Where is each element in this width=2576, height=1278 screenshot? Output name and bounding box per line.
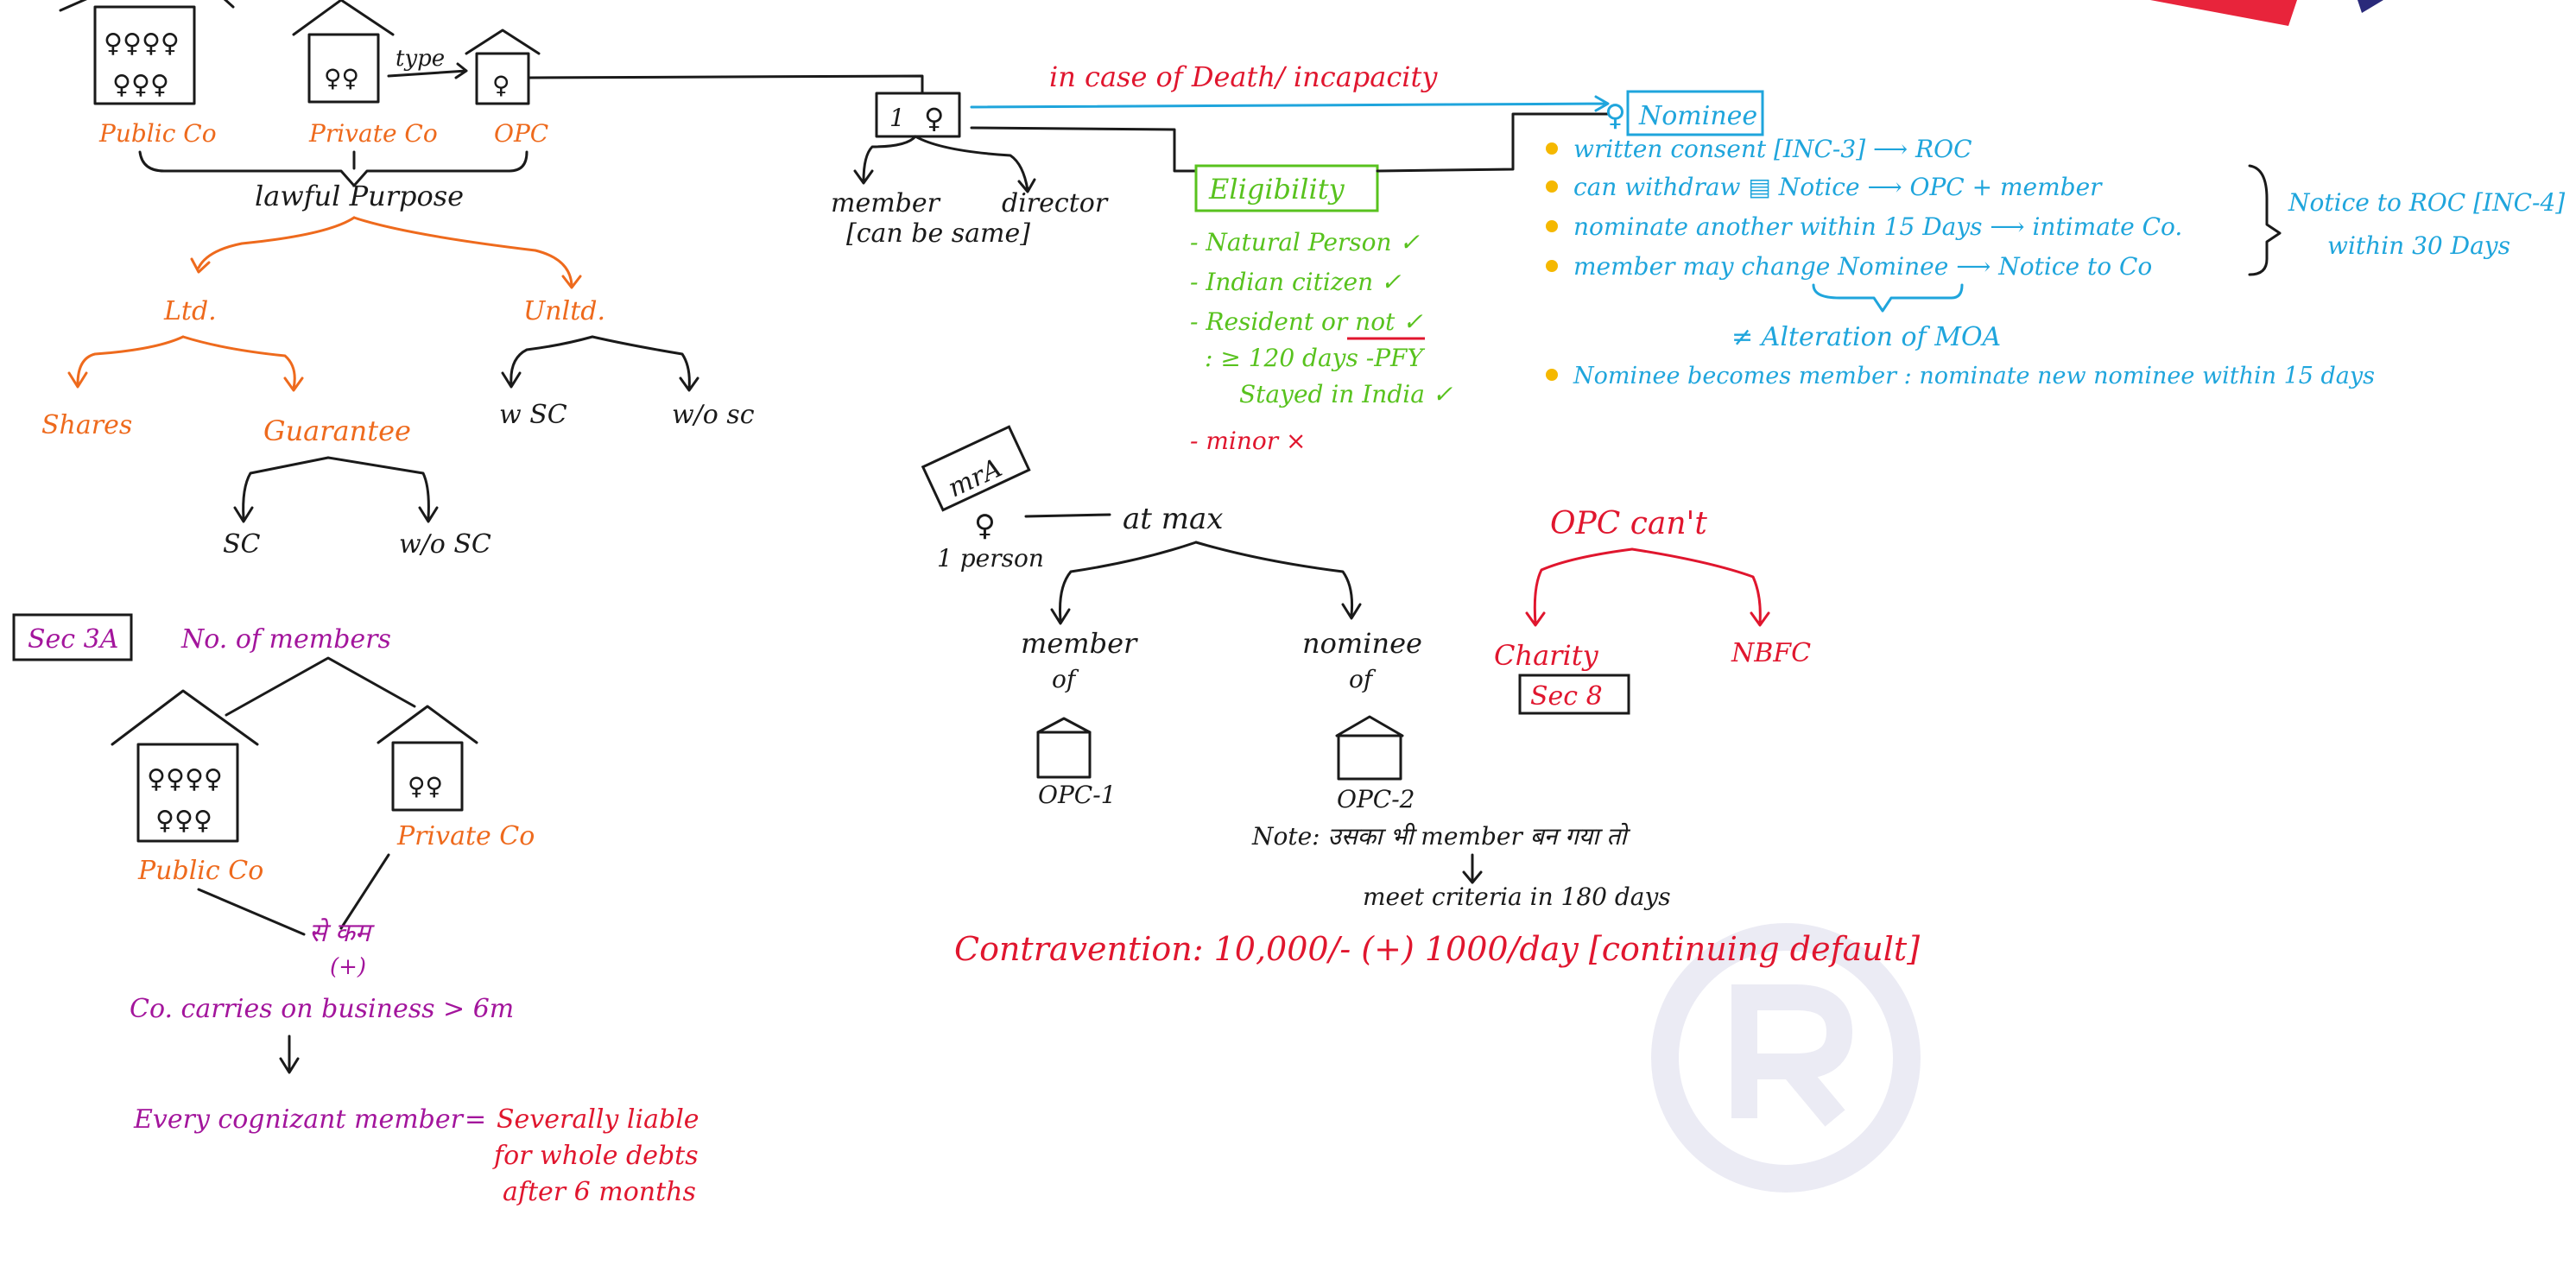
svg-text:♀: ♀ — [492, 71, 510, 99]
sec3a-box — [12, 613, 133, 661]
contravention-label: Contravention: 10,000/- (+) 1000/day [co… — [954, 930, 1920, 968]
sec3a-label: Sec 3A — [28, 624, 118, 655]
sec8-box — [1518, 674, 1630, 715]
public-co-label: Public Co — [98, 119, 217, 148]
of-label-1: of — [1052, 665, 1079, 693]
no-members-label: No. of members — [180, 624, 391, 655]
opc-one-person-box: 1 ♀ — [875, 92, 961, 138]
sec3a-public-label: Public Co — [137, 856, 263, 886]
svg-text:♀♀: ♀♀ — [408, 772, 443, 800]
registered-watermark-icon — [1651, 923, 1921, 1193]
with-sc-label: w SC — [499, 400, 567, 430]
eligibility-box — [1194, 164, 1379, 212]
at-max-label: at max — [1123, 502, 1223, 536]
nominee-item: Nominee becomes member : nominate new no… — [1573, 363, 2375, 389]
after-6-months-label: after 6 months — [503, 1177, 696, 1207]
opc1-house-icon — [1036, 717, 1092, 779]
se-kam-label: से कम — [309, 918, 376, 948]
can-be-same-label: [can be same] — [846, 218, 1030, 249]
svg-text:1: 1 — [889, 104, 905, 132]
cognizant-member-label: Every cognizant member — [133, 1104, 465, 1135]
lawful-purpose-label: lawful Purpose — [255, 180, 464, 212]
nominee-title: Nominee — [1638, 101, 1757, 131]
of-label-2: of — [1349, 665, 1377, 693]
opc2-label: OPC-2 — [1337, 785, 1415, 813]
opc-cant-title: OPC can't — [1550, 506, 1707, 541]
nbfc-label: NBFC — [1731, 638, 1811, 668]
opc-label: OPC — [494, 119, 548, 148]
sc-label: SC — [223, 529, 261, 560]
business-label: Co. carries on business > 6m — [130, 994, 514, 1024]
type-label: type — [396, 46, 445, 72]
nominee-of-label: nominee — [1302, 627, 1422, 660]
svg-text:♀♀♀: ♀♀♀ — [112, 70, 169, 100]
opc-house-icon: ♀ — [465, 28, 541, 105]
nominee-item: can withdraw ▤ Notice ⟶ OPC + member — [1573, 173, 2103, 201]
private-co-label: Private Co — [308, 119, 438, 148]
svg-text:♀♀♀: ♀♀♀ — [155, 806, 212, 836]
svg-text:♀♀: ♀♀ — [324, 64, 359, 92]
nominee-item: written consent [INC-3] ⟶ ROC — [1573, 135, 1972, 163]
eligibility-item: - Natural Person ✓ — [1190, 228, 1420, 256]
eligibility-item: Stayed in India ✓ — [1239, 380, 1453, 408]
eligibility-list: - Natural Person ✓ - Indian citizen ✓ - … — [1190, 228, 1453, 455]
eligibility-item: - Resident or not ✓ — [1190, 307, 1423, 336]
death-incapacity-label: in case of Death/ incapacity — [1049, 60, 1438, 93]
equals-label: = — [465, 1104, 486, 1135]
nominee-item: nominate another within 15 Days ⟶ intima… — [1573, 212, 2182, 241]
private-co-house-icon: ♀♀ — [292, 0, 395, 104]
one-person-label: 1 person — [937, 544, 1044, 573]
nominee-person-icon: ♀ — [1604, 98, 1626, 133]
alteration-moa-label: ≠ Alteration of MOA — [1731, 322, 2001, 352]
within-30-days-label: within 30 Days — [2327, 231, 2510, 260]
sec3a-public-house-icon: ♀♀♀♀ ♀♀♀ — [111, 689, 259, 843]
member-label: member — [831, 188, 941, 218]
sec3a-private-house-icon: ♀♀ — [377, 705, 478, 812]
shares-label: Shares — [41, 410, 132, 440]
director-label: director — [1002, 188, 1109, 218]
nominee-list: written consent [INC-3] ⟶ ROC can withdr… — [1573, 135, 2375, 389]
note-label: Note: उसका भी member बन गया तो — [1251, 822, 1630, 851]
ltd-label: Ltd. — [163, 296, 217, 326]
sec8-label: Sec 8 — [1530, 681, 1603, 712]
nominee-item: member may change Nominee ⟶ Notice to Co — [1573, 252, 2152, 281]
mr-a-person-icon: ♀ — [974, 509, 996, 543]
plus-label: (+) — [330, 954, 366, 980]
svg-text:♀♀♀♀: ♀♀♀♀ — [104, 28, 180, 59]
notice-roc-label: Notice to ROC [INC-4] — [2288, 188, 2565, 217]
guarantee-label: Guarantee — [263, 414, 411, 447]
sec3a-private-label: Private Co — [396, 821, 535, 851]
eligibility-item: - Indian citizen ✓ — [1190, 268, 1402, 296]
meet-criteria-label: meet criteria in 180 days — [1363, 883, 1671, 911]
without-sc2-label: w/o SC — [399, 529, 491, 560]
severally-liable-label: Severally liable — [497, 1104, 699, 1135]
corner-flag-decoration — [2150, 0, 2383, 26]
nominee-bullets — [1546, 142, 1558, 381]
eligibility-item: - minor × — [1190, 427, 1307, 455]
member-of-label: member — [1021, 627, 1138, 660]
svg-text:♀: ♀ — [924, 102, 944, 135]
eligibility-title: Eligibility — [1208, 173, 1345, 206]
eligibility-item: : ≥ 120 days -PFY — [1205, 344, 1425, 372]
whole-debts-label: for whole debts — [492, 1141, 699, 1171]
svg-text:♀♀♀♀: ♀♀♀♀ — [147, 764, 223, 794]
opc2-house-icon — [1335, 715, 1404, 781]
mr-a-tag: mrA — [921, 425, 1031, 512]
without-sc-label: w/o sc — [672, 400, 755, 430]
opc1-label: OPC-1 — [1038, 781, 1117, 809]
public-co-house-icon: ♀♀♀♀ ♀♀♀ — [59, 0, 235, 105]
unltd-label: Unltd. — [523, 296, 605, 326]
charity-label: Charity — [1494, 639, 1599, 672]
nominee-box — [1626, 90, 1764, 136]
